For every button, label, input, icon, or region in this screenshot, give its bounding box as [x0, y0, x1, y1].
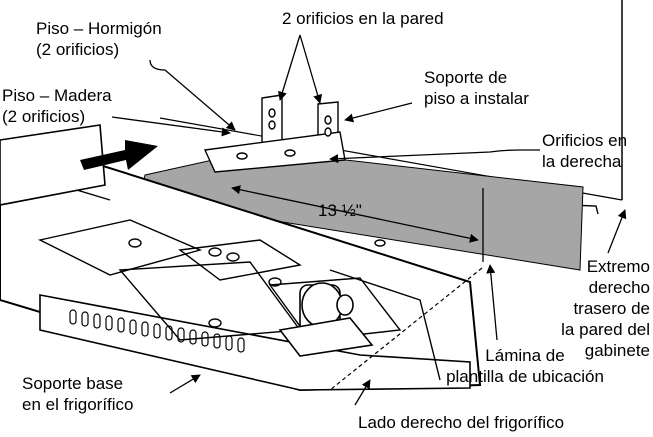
label-wall-holes: 2 orificios en la pared	[282, 9, 444, 28]
label-cabinet-rear-end: Extremo derecho trasero de la pared del …	[561, 257, 650, 360]
label-floor-bracket: Soporte de piso a instalar	[424, 68, 529, 108]
push-direction-arrow	[80, 140, 158, 170]
dimension-line	[231, 185, 479, 243]
fridge-side-cover	[0, 124, 106, 206]
label-template-sheet: Lámina de plantilla de ubicación	[446, 346, 604, 386]
fridge-side-dash	[329, 267, 483, 391]
caster-wheel	[278, 282, 374, 357]
label-floor-wood: Piso – Madera (2 orificios)	[2, 86, 112, 126]
callout-lines	[111, 34, 627, 406]
label-dimension: 13 ½"	[318, 201, 362, 220]
base-bracket-slots	[69, 309, 245, 353]
label-fridge-right-side: Lado derecho del frigorífico	[358, 413, 565, 432]
base-bracket-side	[39, 294, 471, 391]
floor-bracket	[203, 94, 346, 173]
label-base-bracket: Soporte base en el frigorífico	[22, 374, 134, 414]
label-floor-concrete: Piso – Hormigón (2 orificios)	[36, 19, 162, 59]
label-right-holes: Orificios en la derecha	[542, 131, 628, 171]
